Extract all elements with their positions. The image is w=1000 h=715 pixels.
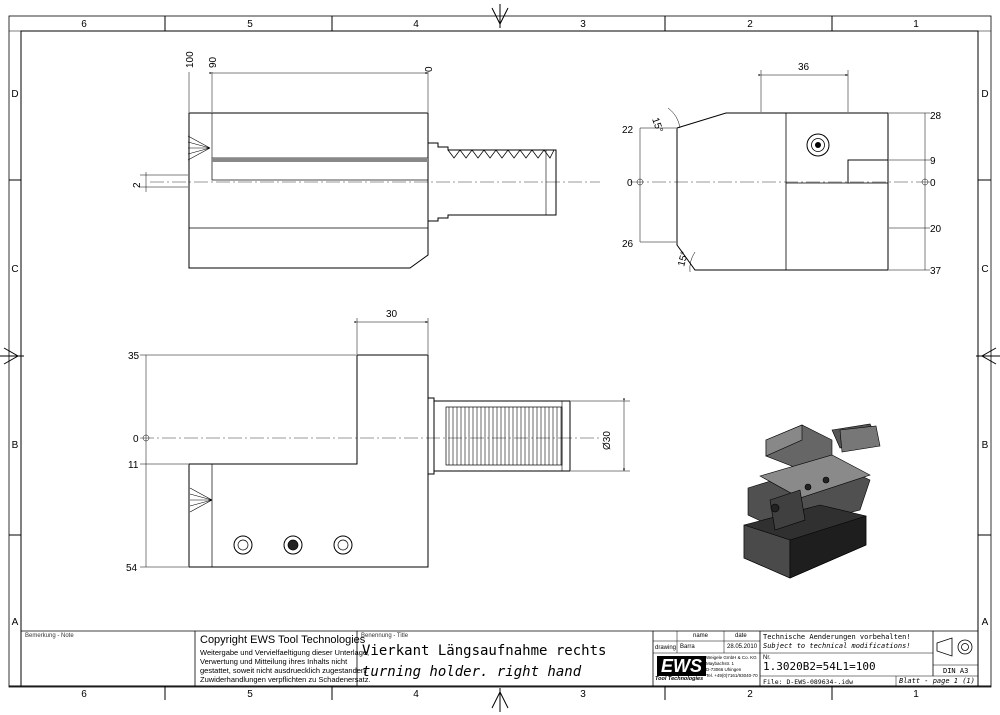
- dim-90: 90: [208, 56, 219, 68]
- dim-0-top: 0: [424, 66, 435, 72]
- logo-subtitle: Tool Technologies: [655, 676, 704, 682]
- dim-15-top: 15°: [649, 116, 665, 134]
- name-header: name: [693, 633, 709, 639]
- row-label-b: B: [12, 440, 19, 451]
- part-number: 1.3020B2=54L1=100: [763, 660, 876, 673]
- dim-9: 9: [930, 156, 936, 167]
- row-label-c: C: [11, 264, 18, 275]
- company-line-2: Maybachstr. 1: [706, 661, 735, 666]
- col-label-6-bottom: 6: [81, 689, 87, 700]
- company-line-1: Weigele GmbH & Co. KG: [706, 655, 757, 660]
- dim-36: 36: [798, 62, 810, 73]
- col-label-1-bottom: 1: [913, 689, 919, 700]
- dim-100: 100: [185, 51, 196, 68]
- row-label-b-right: B: [982, 440, 989, 451]
- row-label-d: D: [11, 89, 18, 100]
- dim-35: 35: [128, 351, 140, 362]
- row-label-a: A: [12, 617, 19, 628]
- copyright-line-3: gestattet, soweit nicht ausdruecklich zu…: [200, 666, 368, 675]
- notice-english: Subject to technical modifications!: [763, 642, 911, 650]
- copyright-line-2: Verwertung und Mitteilung ihres Inhalts …: [200, 657, 348, 666]
- front-view: [140, 318, 630, 568]
- title-english: turning holder. right hand: [362, 664, 582, 680]
- title-label: Benennung - Title: [361, 633, 409, 639]
- col-label-4-bottom: 4: [413, 689, 419, 700]
- side-view-dimensions: 36 28 22 15° 9 0 0 20 26 15° 37: [622, 62, 942, 277]
- col-label-4: 4: [413, 19, 419, 30]
- isometric-view: [743, 423, 881, 579]
- drawing-label: drawing: [655, 645, 677, 651]
- drawing-name: Barra: [680, 644, 695, 650]
- copyright-line-1: Weitergabe und Vervielfaeltigung dieser …: [200, 648, 370, 657]
- dim-15-bottom: 15°: [676, 250, 691, 267]
- title-german: Vierkant Längsaufnahme rechts: [362, 643, 607, 659]
- dim-0-front: 0: [133, 434, 139, 445]
- col-label-1: 1: [913, 19, 919, 30]
- col-label-6: 6: [81, 19, 87, 30]
- title-block-grid: [21, 630, 978, 686]
- number-label: Nr.: [763, 655, 771, 661]
- company-line-3: D-73066 Uhingen: [706, 667, 742, 672]
- col-label-5: 5: [247, 19, 253, 30]
- col-label-3: 3: [580, 19, 586, 30]
- dim-22: 22: [622, 125, 634, 136]
- company-line-4: Tel. +49(0)7161/93040-70: [706, 673, 758, 678]
- frame-labels: 6 5 4 3 2 1 6 5 4 3 2 1 D C B A D C B A: [11, 19, 988, 700]
- dim-diameter-30: Ø30: [602, 431, 613, 450]
- dim-20: 20: [930, 224, 942, 235]
- sheet-number: Blatt - page 1 (1): [899, 677, 975, 685]
- drawing-frame: [0, 4, 1000, 712]
- col-label-3-bottom: 3: [580, 689, 586, 700]
- drawing-date: 28.05.2010: [727, 644, 758, 650]
- dim-54: 54: [126, 563, 138, 574]
- dim-0-right: 0: [930, 178, 936, 189]
- col-label-2-bottom: 2: [747, 689, 753, 700]
- row-label-a-right: A: [982, 617, 989, 628]
- col-label-2: 2: [747, 19, 753, 30]
- notice-german: Technische Aenderungen vorbehalten!: [763, 633, 911, 641]
- dim-11: 11: [128, 460, 139, 471]
- dim-37: 37: [930, 266, 942, 277]
- side-view: [630, 70, 930, 273]
- row-label-d-right: D: [981, 89, 988, 100]
- file-name: File: D-EWS-089634-.idw: [763, 678, 854, 686]
- top-view-dimensions: 100 90 0 2: [132, 51, 435, 188]
- copyright-heading: Copyright EWS Tool Technologies: [200, 634, 366, 646]
- col-label-5-bottom: 5: [247, 689, 253, 700]
- dim-30: 30: [386, 309, 398, 320]
- top-view: [140, 72, 600, 269]
- copyright-line-4: Zuwiderhandlungen verpflichten zu Schade…: [200, 675, 371, 684]
- dim-28: 28: [930, 111, 942, 122]
- dim-0-left: 0: [627, 178, 633, 189]
- front-view-dimensions: 30 35 0 11 54 Ø30: [126, 309, 613, 574]
- note-label: Bemerkung - Note: [25, 633, 74, 639]
- paper-format: DIN A3: [943, 667, 969, 675]
- date-header: date: [735, 633, 747, 639]
- dim-2: 2: [132, 182, 143, 188]
- row-label-c-right: C: [981, 264, 988, 275]
- ews-logo: EWS: [657, 656, 707, 676]
- dim-26: 26: [622, 239, 634, 250]
